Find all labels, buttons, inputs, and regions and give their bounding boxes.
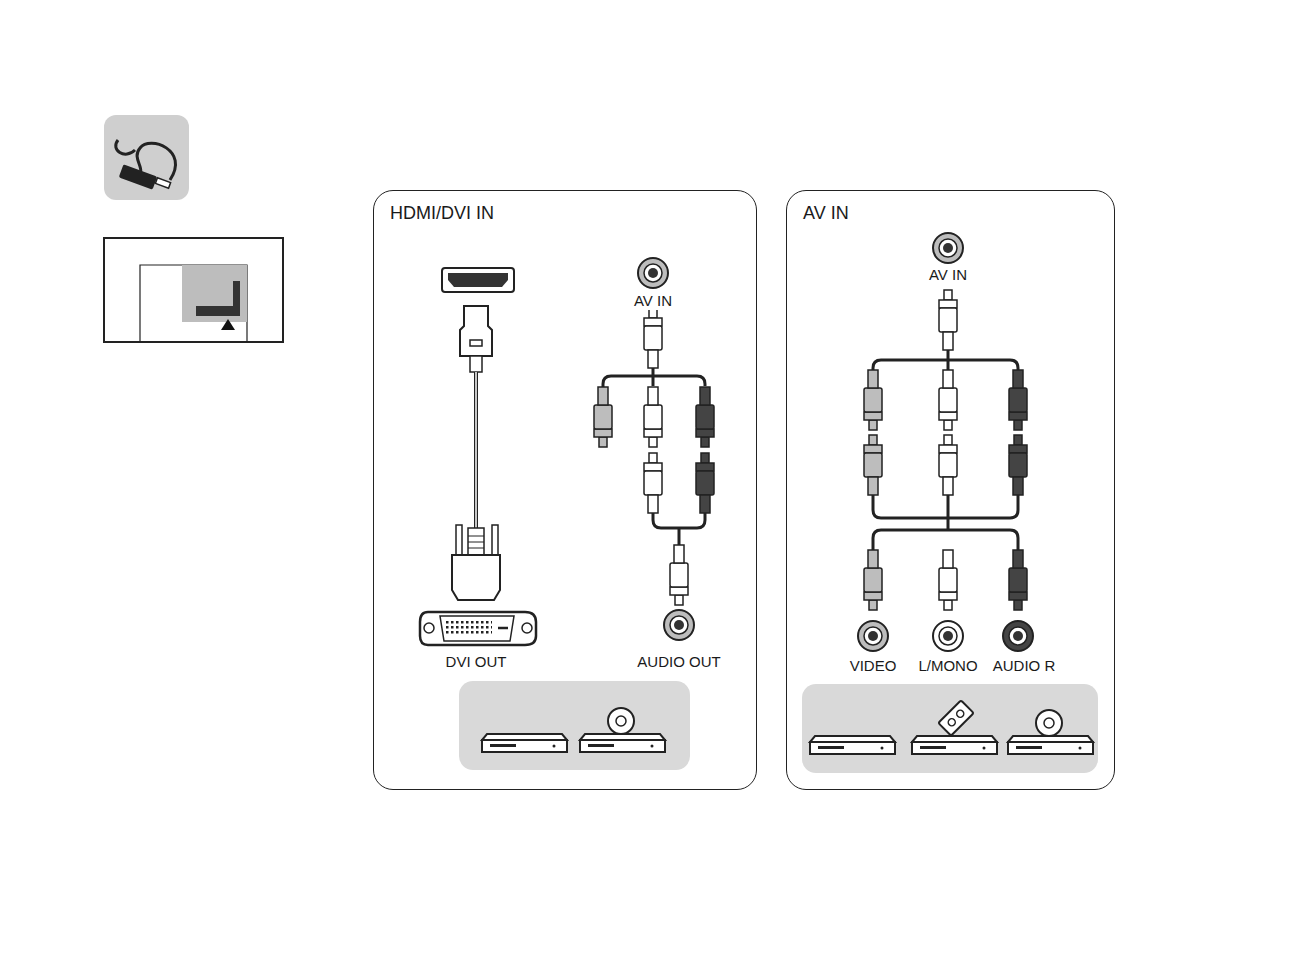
device-band-av [1044, 718, 1054, 728]
av-in-cable [939, 435, 957, 495]
av-audio-cable [664, 610, 694, 640]
av-in-cable [858, 233, 1033, 651]
av-in-cable [1009, 550, 1027, 610]
av-audio-cable [696, 387, 714, 447]
av-audio-cable [696, 453, 714, 513]
connection-panel: HDMI/DVI IN [373, 190, 757, 790]
av-in-cable [939, 370, 957, 430]
av-audio-cable [653, 513, 705, 545]
av-audio-cable [594, 258, 714, 640]
tv-back-panel-icon [104, 238, 283, 342]
device-band-av [938, 700, 973, 735]
connection-icon [155, 178, 170, 188]
hdmi-dvi-cable [420, 612, 536, 645]
device-band-av [912, 736, 997, 754]
av-in-cable [1003, 621, 1033, 651]
hdmi-dvi-cable [446, 620, 492, 636]
hdmi-dvi-cable [442, 268, 514, 292]
tv-back-panel-icon [221, 319, 235, 330]
av-in-cable [1009, 370, 1027, 430]
panel-heading: HDMI/DVI IN [390, 203, 494, 224]
device-band-av [802, 684, 1098, 773]
device-band-av [1008, 736, 1093, 754]
port-label: AUDIO R [991, 657, 1058, 675]
av-audio-cable [670, 545, 688, 605]
av-in-cable [939, 290, 957, 350]
connection-icon [119, 164, 158, 189]
hdmi-dvi-cable [474, 372, 478, 528]
panel-heading: AV IN [803, 203, 849, 224]
hdmi-dvi-cable [456, 525, 462, 555]
device-band-av [802, 684, 1098, 773]
tv-back-panel-icon [140, 265, 247, 342]
port-label: AV IN [632, 292, 674, 310]
hdmi-dvi-cable [452, 555, 500, 600]
connection-icon [104, 115, 189, 200]
port-label: VIDEO [848, 657, 899, 675]
device-band-hdmi [616, 716, 626, 726]
av-in-cable [939, 550, 957, 610]
hdmi-dvi-cable [440, 616, 514, 641]
av-in-cable [864, 435, 882, 495]
hdmi-dvi-cable [448, 273, 508, 287]
device-band-hdmi [459, 681, 690, 770]
av-in-cable [933, 233, 963, 263]
hdmi-dvi-cable [470, 340, 482, 346]
av-audio-cable [594, 387, 612, 447]
hdmi-dvi-cable [470, 356, 482, 372]
device-band-hdmi [608, 708, 634, 734]
hdmi-dvi-cable [468, 528, 484, 555]
av-audio-cable [644, 308, 662, 368]
av-in-cable [858, 621, 888, 651]
device-band-hdmi [580, 734, 665, 752]
port-label: AUDIO OUT [635, 653, 722, 671]
device-band-av [810, 736, 895, 754]
connection-icon [104, 115, 189, 200]
av-in-cable [1009, 435, 1027, 495]
device-band-av [1036, 710, 1062, 736]
av-in-cable [873, 350, 1018, 372]
av-audio-cable [644, 453, 662, 513]
av-audio-cable [644, 387, 662, 447]
tv-back-panel-icon [104, 238, 283, 342]
av-audio-cable [638, 258, 668, 288]
tv-back-panel-icon [196, 281, 240, 316]
port-label: DVI OUT [444, 653, 509, 671]
port-label: L/MONO [916, 657, 979, 675]
hdmi-dvi-cable [460, 306, 492, 356]
device-band-av [938, 700, 973, 735]
hdmi-dvi-cable [475, 372, 477, 528]
device-band-av [955, 709, 965, 719]
av-in-cable [933, 621, 963, 651]
device-band-hdmi [459, 681, 690, 770]
device-band-hdmi [482, 734, 567, 752]
device-band-av [947, 717, 957, 727]
hdmi-dvi-cable [492, 525, 498, 555]
av-in-cable [873, 495, 1018, 550]
hdmi-dvi-cable [468, 536, 484, 548]
hdmi-dvi-cable [498, 627, 508, 630]
connection-icon [116, 140, 135, 154]
av-in-cable [864, 550, 882, 610]
hdmi-dvi-cable [420, 268, 536, 645]
tv-back-panel-icon [182, 265, 247, 322]
port-label: AV IN [927, 266, 969, 284]
hdmi-dvi-cable [424, 623, 434, 633]
hdmi-dvi-cable [522, 623, 532, 633]
av-in-cable [864, 370, 882, 430]
